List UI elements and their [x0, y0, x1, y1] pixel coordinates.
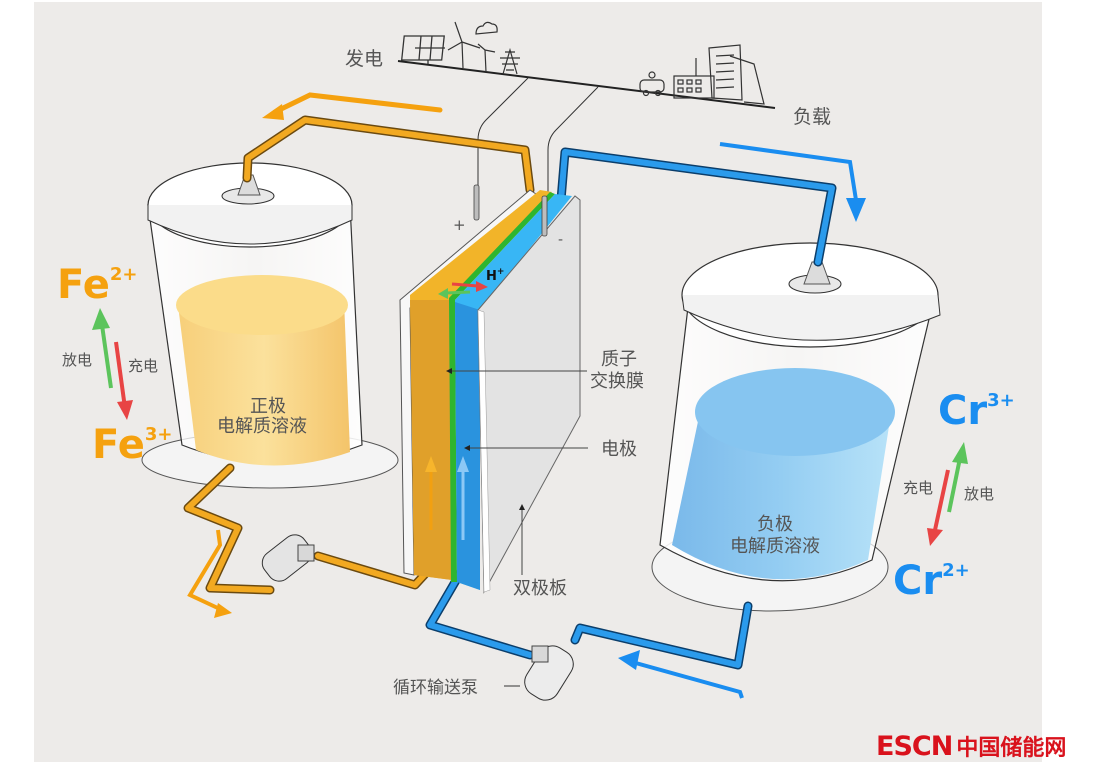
proton-label: H+	[486, 267, 504, 284]
negative-terminal	[541, 195, 548, 237]
power-tower-icon	[500, 47, 520, 75]
flow-arrow-bottom-left	[187, 529, 223, 612]
fe3-ion: Fe3+	[92, 422, 172, 468]
negative-pipes	[425, 147, 837, 670]
load-label: 负载	[793, 106, 831, 128]
pump-label: 循环输送泵	[393, 678, 478, 698]
charge-arrow	[114, 341, 127, 409]
flow-arrow-bottom-right	[631, 660, 744, 699]
membrane-label-2: 交换膜	[590, 371, 644, 392]
car-icon	[639, 71, 665, 97]
negative-tank	[651, 242, 941, 612]
logo-en: ESCN	[876, 730, 953, 762]
bipolar-plate-label: 双极板	[513, 578, 567, 599]
building-icon	[708, 44, 765, 105]
fe2-ion: Fe2+	[57, 262, 137, 308]
proton-arrow-right	[451, 282, 479, 288]
proton-arrow-left	[445, 290, 471, 295]
left-discharge-label: 放电	[62, 351, 92, 369]
power-grid-line	[397, 60, 776, 200]
flow-arrow-top-left	[272, 92, 443, 115]
negative-tank-label-1: 负极	[757, 514, 793, 535]
negative-terminal-label: -	[558, 232, 563, 248]
discharge-arrow	[100, 324, 113, 389]
flow-arrow-top-right	[719, 142, 858, 201]
escn-logo: ESCN 中国储能网	[876, 730, 1067, 762]
generation-label: 发电	[345, 48, 383, 70]
cell-stack	[399, 189, 581, 594]
charge-arrow-right	[933, 469, 950, 531]
left-charge-label: 充电	[128, 357, 158, 375]
pump-left	[261, 534, 315, 582]
logo-cn: 中国储能网	[956, 736, 1067, 761]
circulation-pump	[524, 645, 574, 701]
positive-tank-label-1: 正极	[250, 396, 286, 417]
right-discharge-label: 放电	[964, 485, 994, 503]
right-charge-label: 充电	[903, 479, 933, 497]
electrode-label: 电极	[601, 439, 637, 460]
positive-tank-label-2: 电解质溶液	[217, 416, 307, 437]
wind-turbine-icon	[447, 21, 496, 73]
cloud-icon	[475, 21, 498, 35]
factory-icon	[673, 58, 715, 99]
positive-pipes	[183, 115, 535, 595]
positive-terminal-label: +	[453, 216, 466, 234]
callout-lines	[450, 370, 588, 575]
membrane-label-1: 质子	[601, 349, 637, 370]
discharge-arrow-right	[947, 457, 962, 513]
left-reaction: Fe2+ Fe3+ 放电 充电	[57, 262, 172, 468]
negative-tank-label-2: 电解质溶液	[730, 536, 820, 557]
right-reaction: Cr3+ Cr2+ 充电 放电	[893, 388, 1015, 604]
cr2-ion: Cr2+	[893, 558, 970, 604]
solar-panel-icon	[400, 35, 445, 64]
positive-terminal	[473, 184, 480, 221]
positive-tank	[141, 162, 399, 489]
cr3-ion: Cr3+	[938, 388, 1015, 434]
